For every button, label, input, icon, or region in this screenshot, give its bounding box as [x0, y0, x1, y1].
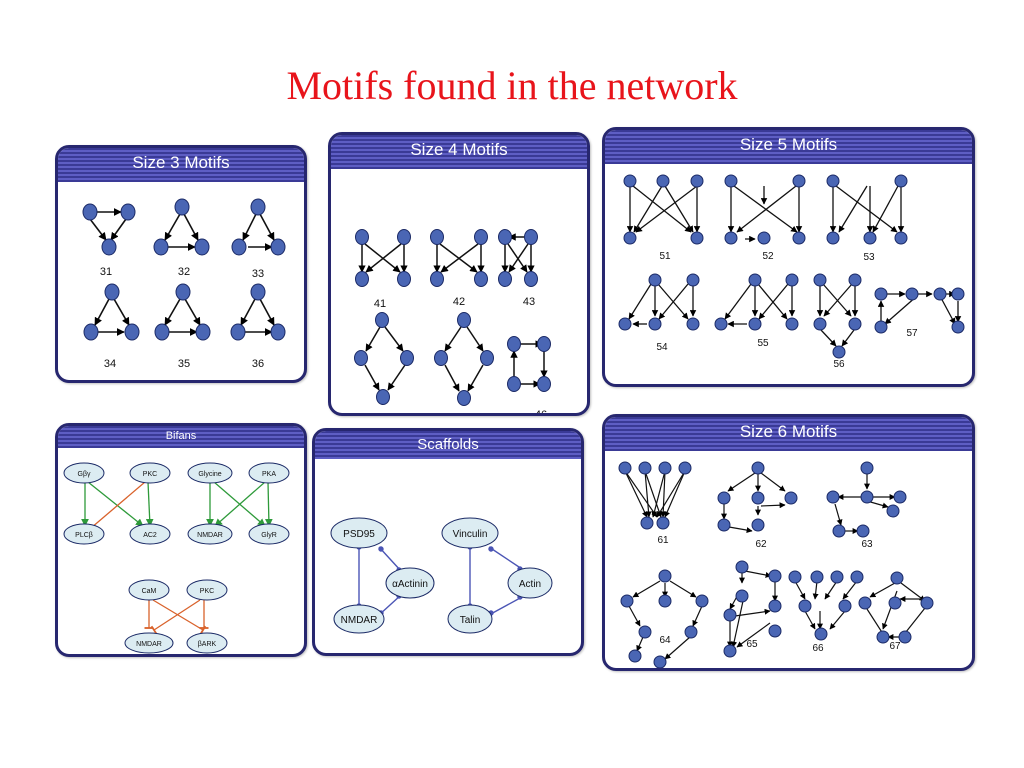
motif-label: 55 — [757, 338, 769, 349]
motif-label: 61 — [657, 535, 669, 546]
bifan-node-label: CaM — [142, 588, 157, 595]
slide-title: Motifs found in the network — [286, 63, 738, 108]
motif-label: 34 — [104, 358, 116, 370]
bifan-node-label: Glycine — [198, 471, 221, 478]
size4-motif-graphs: 41 42 43 44 45 46 — [354, 229, 551, 413]
motif-label: 64 — [659, 635, 671, 646]
size5-motif-graphs: 51 52 53 54 55 56 57 — [618, 174, 965, 370]
bifan-node-label: GlyR — [261, 532, 277, 539]
motif-label: 35 — [178, 358, 190, 370]
bifan-node-label: PKA — [262, 471, 276, 478]
panel-header: Size 3 Motifs — [58, 148, 304, 182]
motif-label: 41 — [374, 298, 386, 310]
panel-header: Size 4 Motifs — [331, 135, 587, 169]
size3-motif-graphs: 31 32 33 34 35 36 — [82, 198, 286, 370]
bifans-diagram: Gβγ PKC PLCβ AC2 Glycine PKA NMDAR GlyR … — [63, 462, 290, 654]
scaffolds-diagram: PSD95 αActinin NMDAR Vinculin Actin Tali… — [330, 517, 553, 634]
scaffold-node-label: Vinculin — [453, 529, 488, 540]
panel-header: Bifans — [58, 426, 304, 448]
bifans-panel: Bifans — [55, 423, 307, 657]
motif-label: 32 — [178, 266, 190, 278]
motif-label: 46 — [535, 409, 547, 413]
motif-label: 43 — [523, 296, 535, 308]
size6-motif-graphs: 61 62 63 64 65 66 67 — [618, 461, 934, 668]
scaffold-node-label: NMDAR — [341, 615, 378, 626]
motif-label: 52 — [762, 251, 774, 262]
size3-motifs-panel: Size 3 Motifs — [55, 145, 307, 383]
scaffold-node-label: αActinin — [392, 579, 428, 590]
motif-label: 65 — [746, 639, 758, 650]
motif-label: 63 — [861, 539, 873, 550]
panel-header: Size 5 Motifs — [605, 130, 972, 164]
bifan-node-label: NMDAR — [136, 641, 162, 648]
bifan-node-label: PLCβ — [75, 532, 93, 539]
bifan-node-label: βARK — [198, 641, 217, 648]
scaffold-node-label: Actin — [519, 579, 541, 590]
bifan-node-label: NMDAR — [197, 532, 223, 539]
panel-header: Size 6 Motifs — [605, 417, 972, 451]
motif-label: 66 — [812, 643, 824, 654]
bifan-node-label: PKC — [200, 588, 214, 595]
motif-label: 42 — [453, 296, 465, 308]
size5-motifs-panel: Size 5 Motifs — [602, 127, 975, 387]
bifan-node-label: PKC — [143, 471, 157, 478]
motif-label: 57 — [906, 328, 918, 339]
panel-header: Scaffolds — [315, 431, 581, 459]
motif-label: 53 — [863, 252, 875, 263]
motif-label: 62 — [755, 539, 767, 550]
motif-label: 54 — [656, 342, 668, 353]
scaffolds-panel: Scaffolds PSD95 αActinin NMDAR Vinculin … — [312, 428, 584, 656]
scaffold-node-label: Talin — [460, 615, 481, 626]
motif-label: 33 — [252, 268, 264, 280]
motif-label: 51 — [659, 251, 671, 262]
scaffold-node-label: PSD95 — [343, 529, 375, 540]
bifan-node-label: AC2 — [143, 532, 157, 539]
motif-label: 67 — [889, 641, 901, 652]
motif-label: 36 — [252, 358, 264, 370]
motif-label: 31 — [100, 266, 112, 278]
motif-label: 56 — [833, 359, 845, 370]
motif-nodes — [82, 198, 286, 341]
bifan-node-label: Gβγ — [78, 471, 91, 478]
size6-motifs-panel: Size 6 Motifs — [602, 414, 975, 671]
size4-motifs-panel: Size 4 Motifs — [328, 132, 590, 416]
